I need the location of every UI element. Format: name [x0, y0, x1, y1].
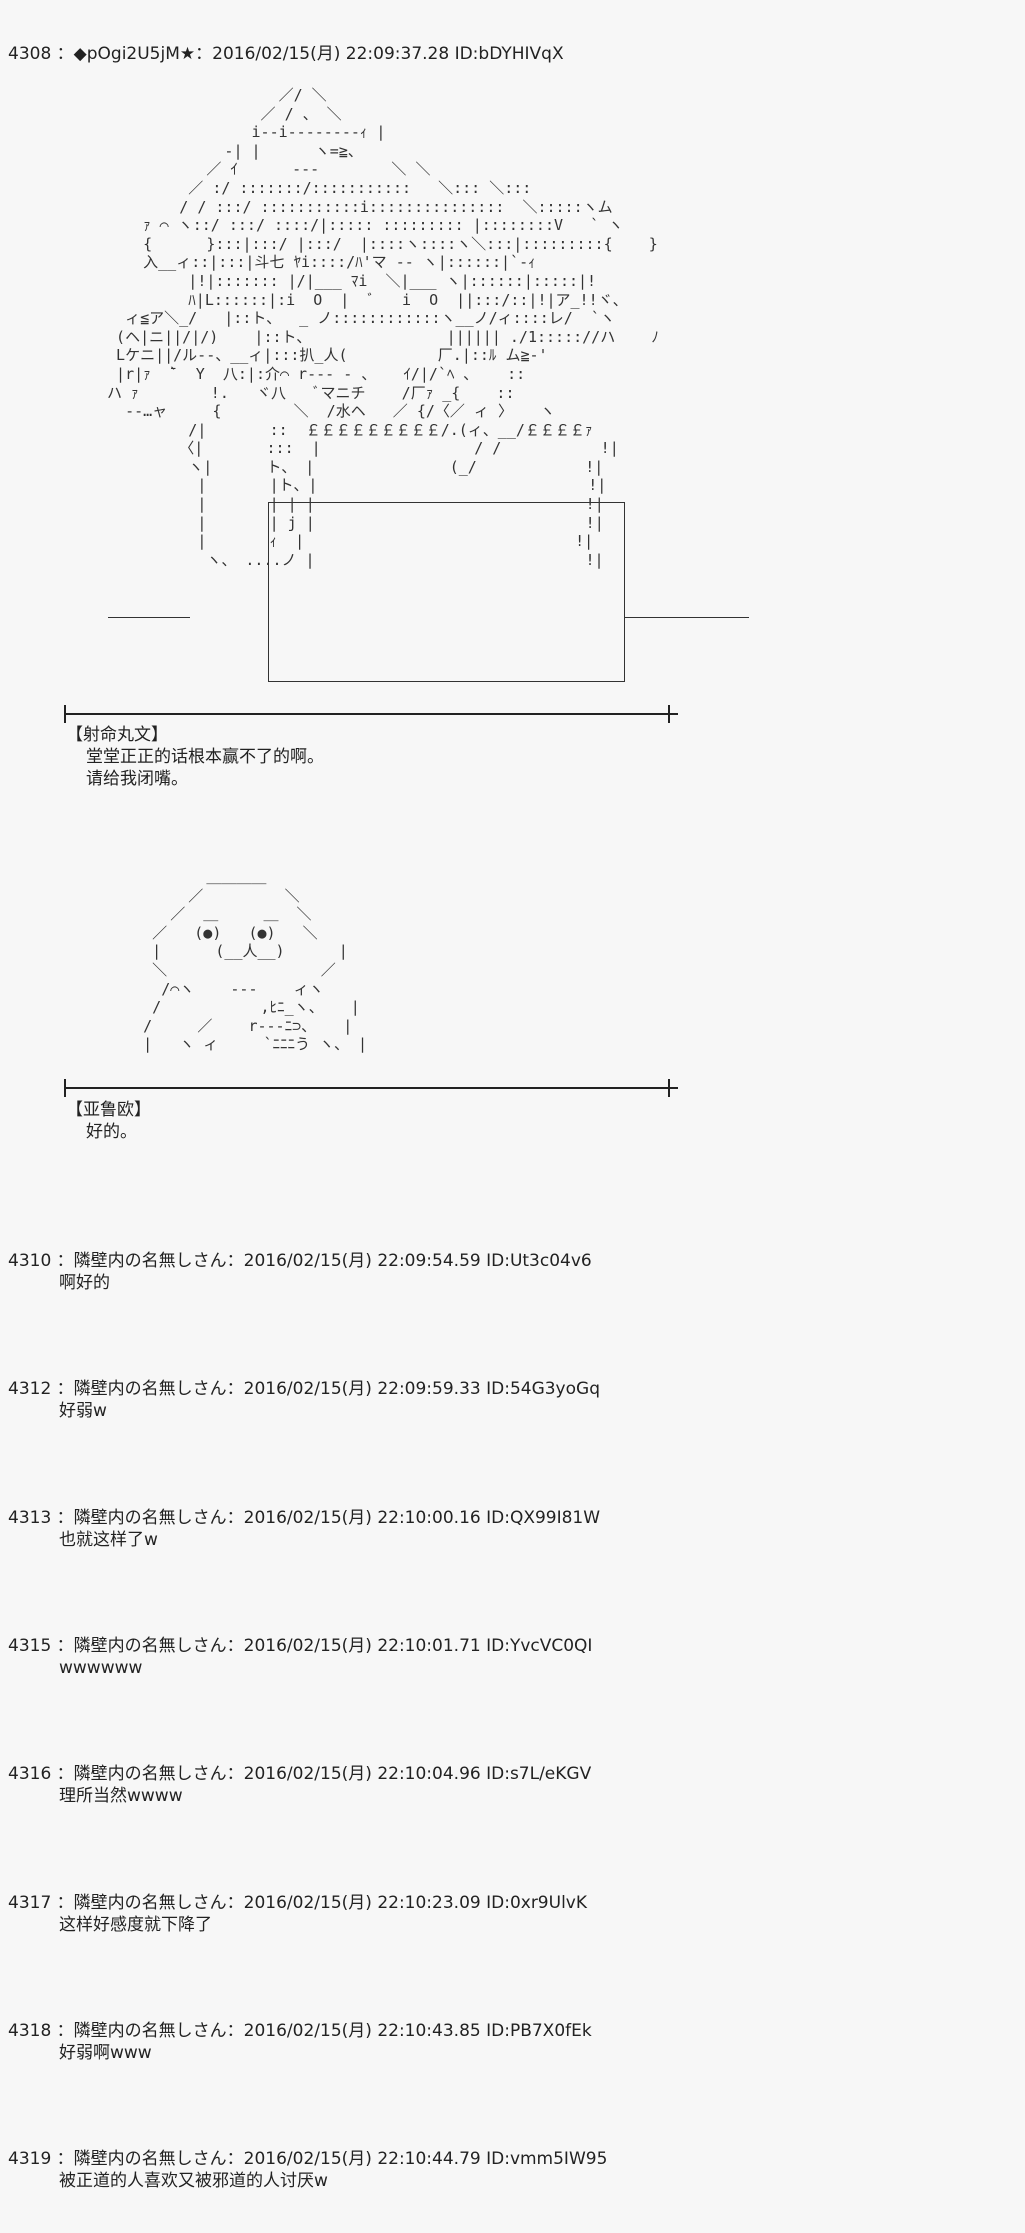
art-baseline-right	[625, 617, 749, 618]
post-header-4313: 4313 ：隣壁内の名無しさん：2016/02/15(月) 22:10:00.1…	[8, 1508, 601, 1528]
divider-tick-right	[668, 1079, 670, 1097]
post-body-4310: 啊好的	[59, 1273, 110, 1293]
post-header-4316: 4316 ：隣壁内の名無しさん：2016/02/15(月) 22:10:04.9…	[8, 1764, 592, 1784]
post-header-4315: 4315 ：隣壁内の名無しさん：2016/02/15(月) 22:10:01.7…	[8, 1636, 593, 1656]
speaker-name: 【亚鲁欧】	[66, 1100, 151, 1120]
post-header-4312: 4312 ：隣壁内の名無しさん：2016/02/15(月) 22:09:59.3…	[8, 1379, 600, 1399]
divider-tick-right	[668, 705, 670, 723]
post-body-4313: 也就这样了w	[59, 1530, 158, 1550]
art-box	[268, 502, 625, 682]
post-header-4317: 4317 ：隣壁内の名無しさん：2016/02/15(月) 22:10:23.0…	[8, 1893, 587, 1913]
dialogue-line: 堂堂正正的话根本赢不了的啊。	[86, 747, 324, 767]
divider-tick-left	[64, 705, 66, 723]
dialogue-line: 好的。	[86, 1122, 137, 1142]
post-body-4318: 好弱啊www	[59, 2043, 152, 2063]
post-header-4308: 4308 ：◆pOgi2U5jM★：2016/02/15(月) 22:09:37…	[8, 44, 564, 64]
post-header-4319: 4319 ：隣壁内の名無しさん：2016/02/15(月) 22:10:44.7…	[8, 2149, 608, 2169]
divider-tick-left	[64, 1079, 66, 1097]
post-body-4316: 理所当然wwww	[59, 1786, 183, 1806]
post-body-4315: wwwwww	[59, 1658, 143, 1678]
ascii-art-yaruo: ＿＿＿＿ ／ ＼ ／ ＿ ＿ ＼ ／ (●) (●) ＼ | (__人__) |…	[143, 868, 368, 1054]
divider-line	[64, 713, 678, 715]
post-body-4312: 好弱w	[59, 1401, 107, 1421]
art-baseline-left	[108, 617, 190, 618]
post-body-4319: 被正道的人喜欢又被邪道的人讨厌w	[59, 2171, 328, 2191]
divider-line	[64, 1087, 678, 1089]
ascii-art-top: ／/ ＼ ／ / 、 ＼ i‐‐i‐‐‐‐‐‐‐‐ｨ | ‐| | ヽ=≧、 ／…	[107, 86, 659, 569]
dialogue-line: 请给我闭嘴。	[86, 769, 188, 789]
post-header-4310: 4310 ：隣壁内の名無しさん：2016/02/15(月) 22:09:54.5…	[8, 1251, 592, 1271]
post-body-4317: 这样好感度就下降了	[59, 1915, 212, 1935]
post-header-4318: 4318 ：隣壁内の名無しさん：2016/02/15(月) 22:10:43.8…	[8, 2021, 592, 2041]
speaker-name: 【射命丸文】	[66, 725, 168, 745]
